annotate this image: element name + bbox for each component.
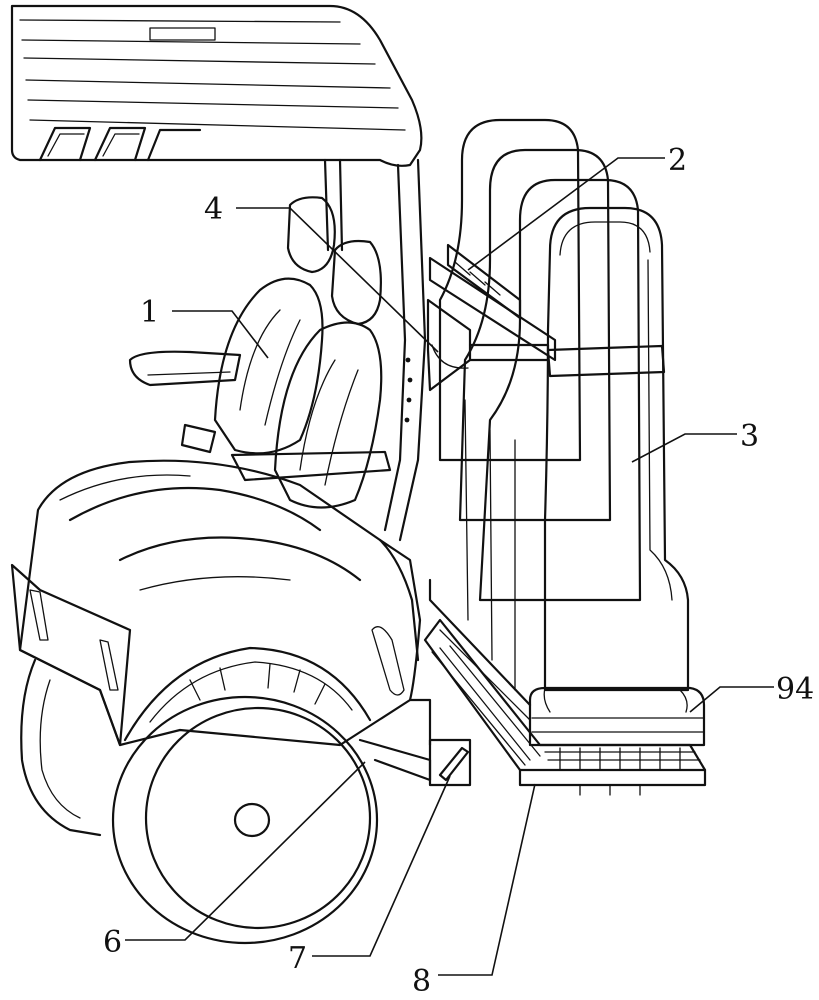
label-6: 6 (103, 925, 122, 960)
label-2: 2 (668, 143, 687, 178)
rear-wheel (111, 646, 379, 945)
hidden-wheel (20, 658, 102, 837)
label-4: 4 (204, 192, 223, 227)
bag-rack (426, 243, 557, 392)
basket (428, 578, 706, 747)
support-arm (358, 698, 472, 787)
seats (128, 196, 392, 509)
roof-canopy (10, 4, 423, 167)
label-8: 8 (412, 964, 431, 999)
leader-lines (125, 157, 774, 976)
golf-bag-stack (438, 118, 690, 692)
label-94: 94 (776, 672, 814, 707)
label-3: 3 (740, 419, 759, 454)
roof-posts (323, 158, 427, 542)
reference-labels: 1 2 3 4 6 7 8 94 (103, 143, 814, 999)
label-1: 1 (140, 295, 159, 330)
platform (423, 618, 707, 796)
rear-body (10, 459, 422, 747)
label-7: 7 (288, 941, 307, 976)
